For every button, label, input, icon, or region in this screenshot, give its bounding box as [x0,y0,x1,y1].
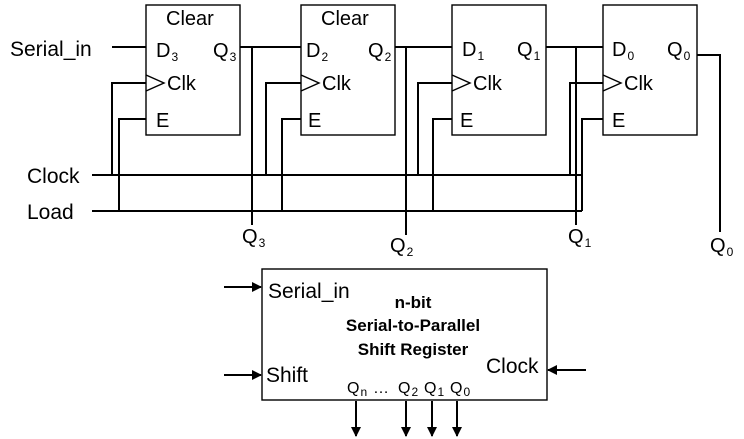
flipflop-0-enable-label: E [612,110,625,132]
load-bus [92,118,603,212]
flipflop-2-clear-label: Clear [321,8,369,30]
flipflop-3-clock-triangle [145,74,166,92]
flipflop-1-d-label: D1 [462,39,484,63]
block-output-q1-label: Q1 [424,380,444,399]
output-q1-label: Q1 [568,226,592,250]
flipflop-0-clock-triangle [602,74,623,92]
flipflop-2-q-label: Q2 [368,40,392,64]
block-shift-label: Shift [266,364,308,387]
flipflop-2-clock-triangle [300,74,321,92]
flipflop-2: Clear D2 Q2 Clk E [300,4,396,136]
flipflop-1: D1 Q1 Clk E [451,4,547,136]
flipflop-1-clk-label: Clk [473,73,503,95]
flipflop-1-body [451,4,547,136]
block-title-line3: Shift Register [358,340,469,359]
block-output-q2-label: Q2 [398,380,418,399]
output-q2-label: Q2 [390,235,414,259]
block-title-line1: n-bit [395,293,432,312]
flipflop-3-clear-label: Clear [166,8,214,30]
flipflop-3-d-label: D3 [156,40,178,64]
flipflop-1-clock-triangle [451,74,472,92]
block-title-line2: Serial-to-Parallel [346,316,480,335]
output-q3-label: Q3 [242,226,266,250]
flipflop-2-clk-label: Clk [322,73,352,95]
flipflop-3-enable-label: E [156,110,169,132]
load-label: Load [27,201,74,224]
flipflop-2-body [300,4,396,136]
chain-wires [240,46,721,235]
clock-label: Clock [27,165,80,188]
block-output-q0-label: Q0 [450,380,470,399]
clock-bus [92,82,603,176]
flipflop-0-body [602,4,698,136]
flipflop-1-q-label: Q1 [517,39,541,63]
block-symbol: Serial_in Shift Clock n-bit Serial-to-Pa… [224,268,586,437]
flipflop-1-enable-label: E [460,110,473,132]
flipflop-0: D0 Q0 Clk E [602,4,698,136]
block-output-ellipsis: … [373,380,389,397]
block-output-qn-label: Qn [347,380,367,399]
flipflop-2-enable-label: E [308,110,321,132]
block-body [261,268,548,401]
block-serial-in-label: Serial_in [268,280,350,303]
flipflop-0-q-label: Q0 [667,39,691,63]
flipflop-3-clk-label: Clk [167,73,197,95]
block-clock-label: Clock [486,355,539,378]
serial-in-label: Serial_in [10,38,92,61]
flipflop-0-d-label: D0 [612,39,634,63]
flipflop-3-q-label: Q3 [213,40,237,64]
flipflop-3-body [145,4,241,136]
output-q0-label: Q0 [710,235,734,259]
flipflop-2-d-label: D2 [306,40,328,64]
top-schematic: Serial_in Clock Load [10,4,734,259]
flipflop-0-clk-label: Clk [624,73,654,95]
flipflop-3: Clear D3 Q3 Clk E [145,4,241,136]
